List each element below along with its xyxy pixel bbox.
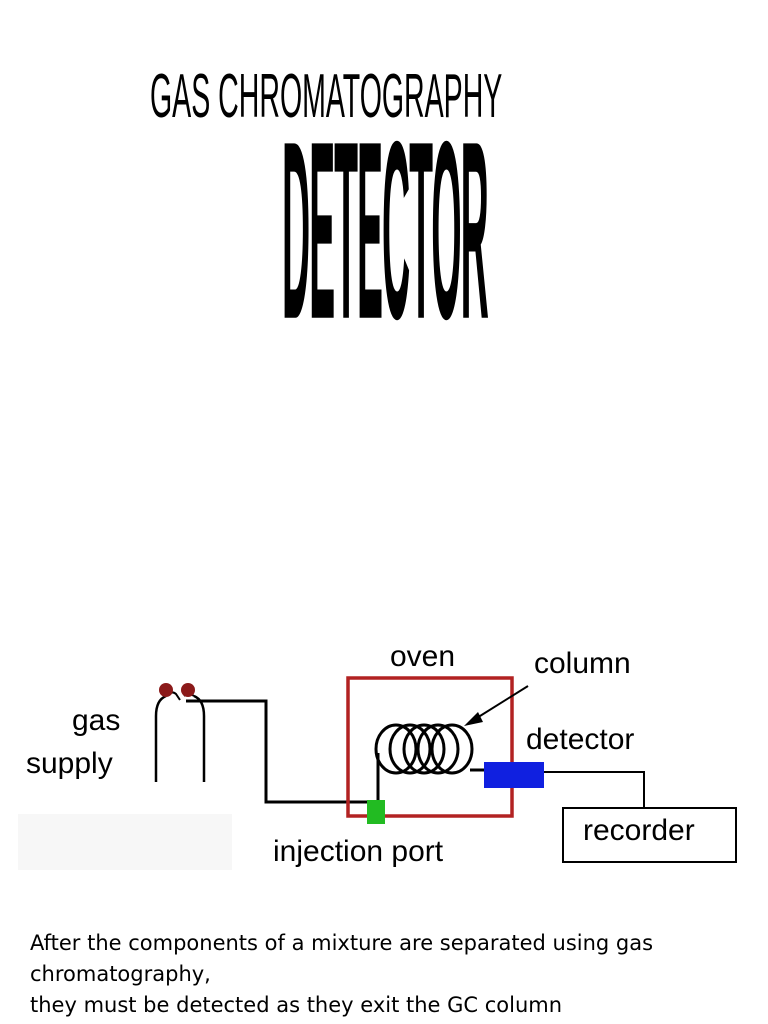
blank-panel bbox=[18, 814, 232, 870]
gc-schematic-diagram: oven column gas supply detector recorder… bbox=[18, 640, 737, 870]
detector-block bbox=[484, 762, 544, 788]
caption-line-1: After the components of a mixture are se… bbox=[30, 931, 654, 955]
gas-valve-left bbox=[159, 683, 173, 697]
gas-label: gas bbox=[72, 704, 120, 737]
gas-valve-right bbox=[181, 683, 195, 697]
supply-line bbox=[186, 699, 368, 804]
column-coil bbox=[374, 723, 474, 775]
caption-line-3: they must be detected as they exit the G… bbox=[30, 993, 563, 1017]
recorder-line bbox=[544, 771, 645, 808]
caption-text: After the components of a mixture are se… bbox=[30, 928, 750, 1021]
oven-label: oven bbox=[390, 640, 455, 673]
recorder-label: recorder bbox=[583, 814, 695, 847]
gas-cylinder bbox=[154, 694, 206, 782]
recorder-box bbox=[562, 807, 737, 863]
page-subtitle: DETECTOR bbox=[282, 87, 489, 373]
caption-line-2: chromatography, bbox=[30, 962, 211, 986]
oven-box bbox=[346, 676, 514, 818]
detector-label: detector bbox=[526, 723, 634, 756]
supply-label: supply bbox=[26, 747, 113, 780]
column-arrow-head bbox=[464, 712, 483, 726]
column-label: column bbox=[534, 647, 631, 680]
column-arrow-line bbox=[471, 685, 529, 722]
injection-port-block bbox=[367, 800, 385, 824]
injection-port-label: injection port bbox=[273, 835, 444, 868]
